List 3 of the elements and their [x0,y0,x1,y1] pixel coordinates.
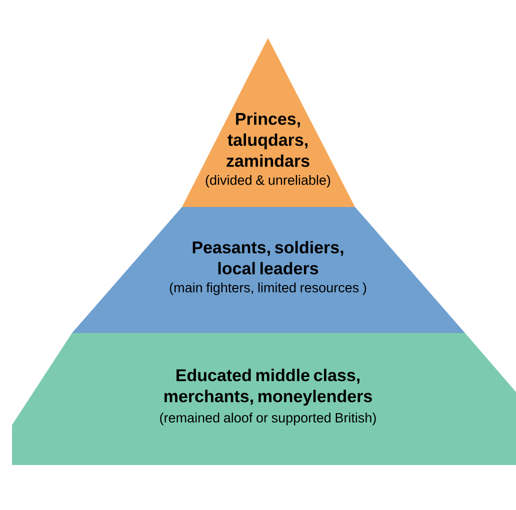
pyramid-tier: Educated middle class, merchants, moneylenders (remained aloof or supported British) [12,333,516,465]
pyramid-tier: Princes, taluqdars, zamindars (divided & unreliable) [182,38,355,207]
pyramid-tier: Peasants, soldiers, local leaders (main fighters, limited resources ) [72,207,465,333]
